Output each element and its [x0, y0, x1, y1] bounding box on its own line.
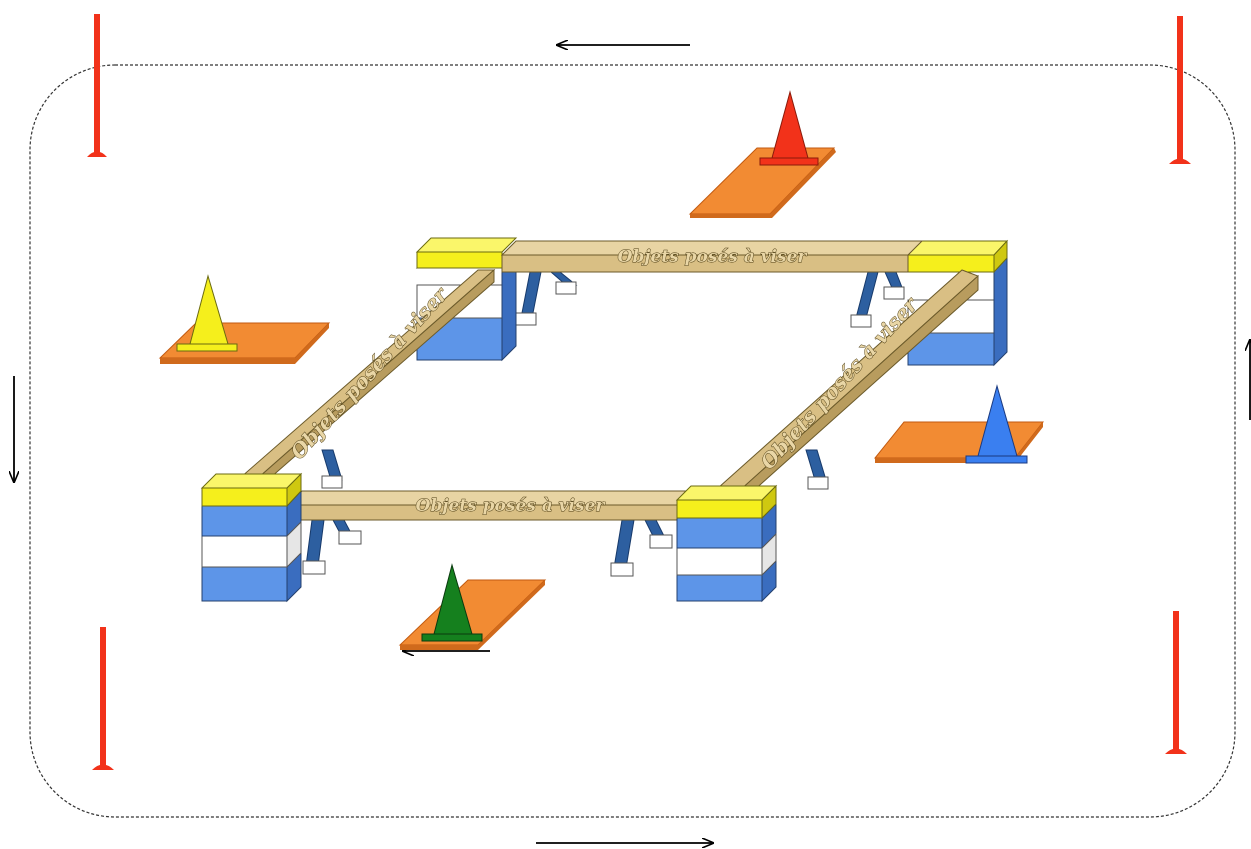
mat-yellow-cone — [158, 274, 331, 364]
beam-top-label: Objets posés à viser — [618, 247, 808, 267]
beam-left-label: Objets posés à viser — [286, 282, 453, 464]
pole-bottom-left — [92, 627, 114, 770]
cone-yellow-icon — [176, 274, 238, 352]
mat-red-cone — [688, 90, 836, 218]
course-boundary — [29, 64, 1236, 818]
beam-top: Objets posés à viser — [500, 240, 924, 273]
beam-left: Objets posés à viser — [238, 268, 496, 479]
pole-top-left — [87, 14, 107, 157]
pole-top-right — [1169, 16, 1191, 164]
cone-red-icon — [759, 90, 819, 166]
pole-bottom-right — [1165, 611, 1187, 754]
cone-blue-icon — [965, 384, 1028, 464]
mat-green-cone — [398, 563, 547, 650]
mat-blue-cone — [873, 384, 1045, 464]
cone-green-icon — [421, 563, 483, 642]
block-stack-front-left — [200, 472, 303, 603]
beam-bottom-label: Objets posés à viser — [416, 496, 606, 516]
block-stack-front-right — [675, 484, 778, 603]
beam-bottom: Objets posés à viser — [286, 490, 708, 521]
